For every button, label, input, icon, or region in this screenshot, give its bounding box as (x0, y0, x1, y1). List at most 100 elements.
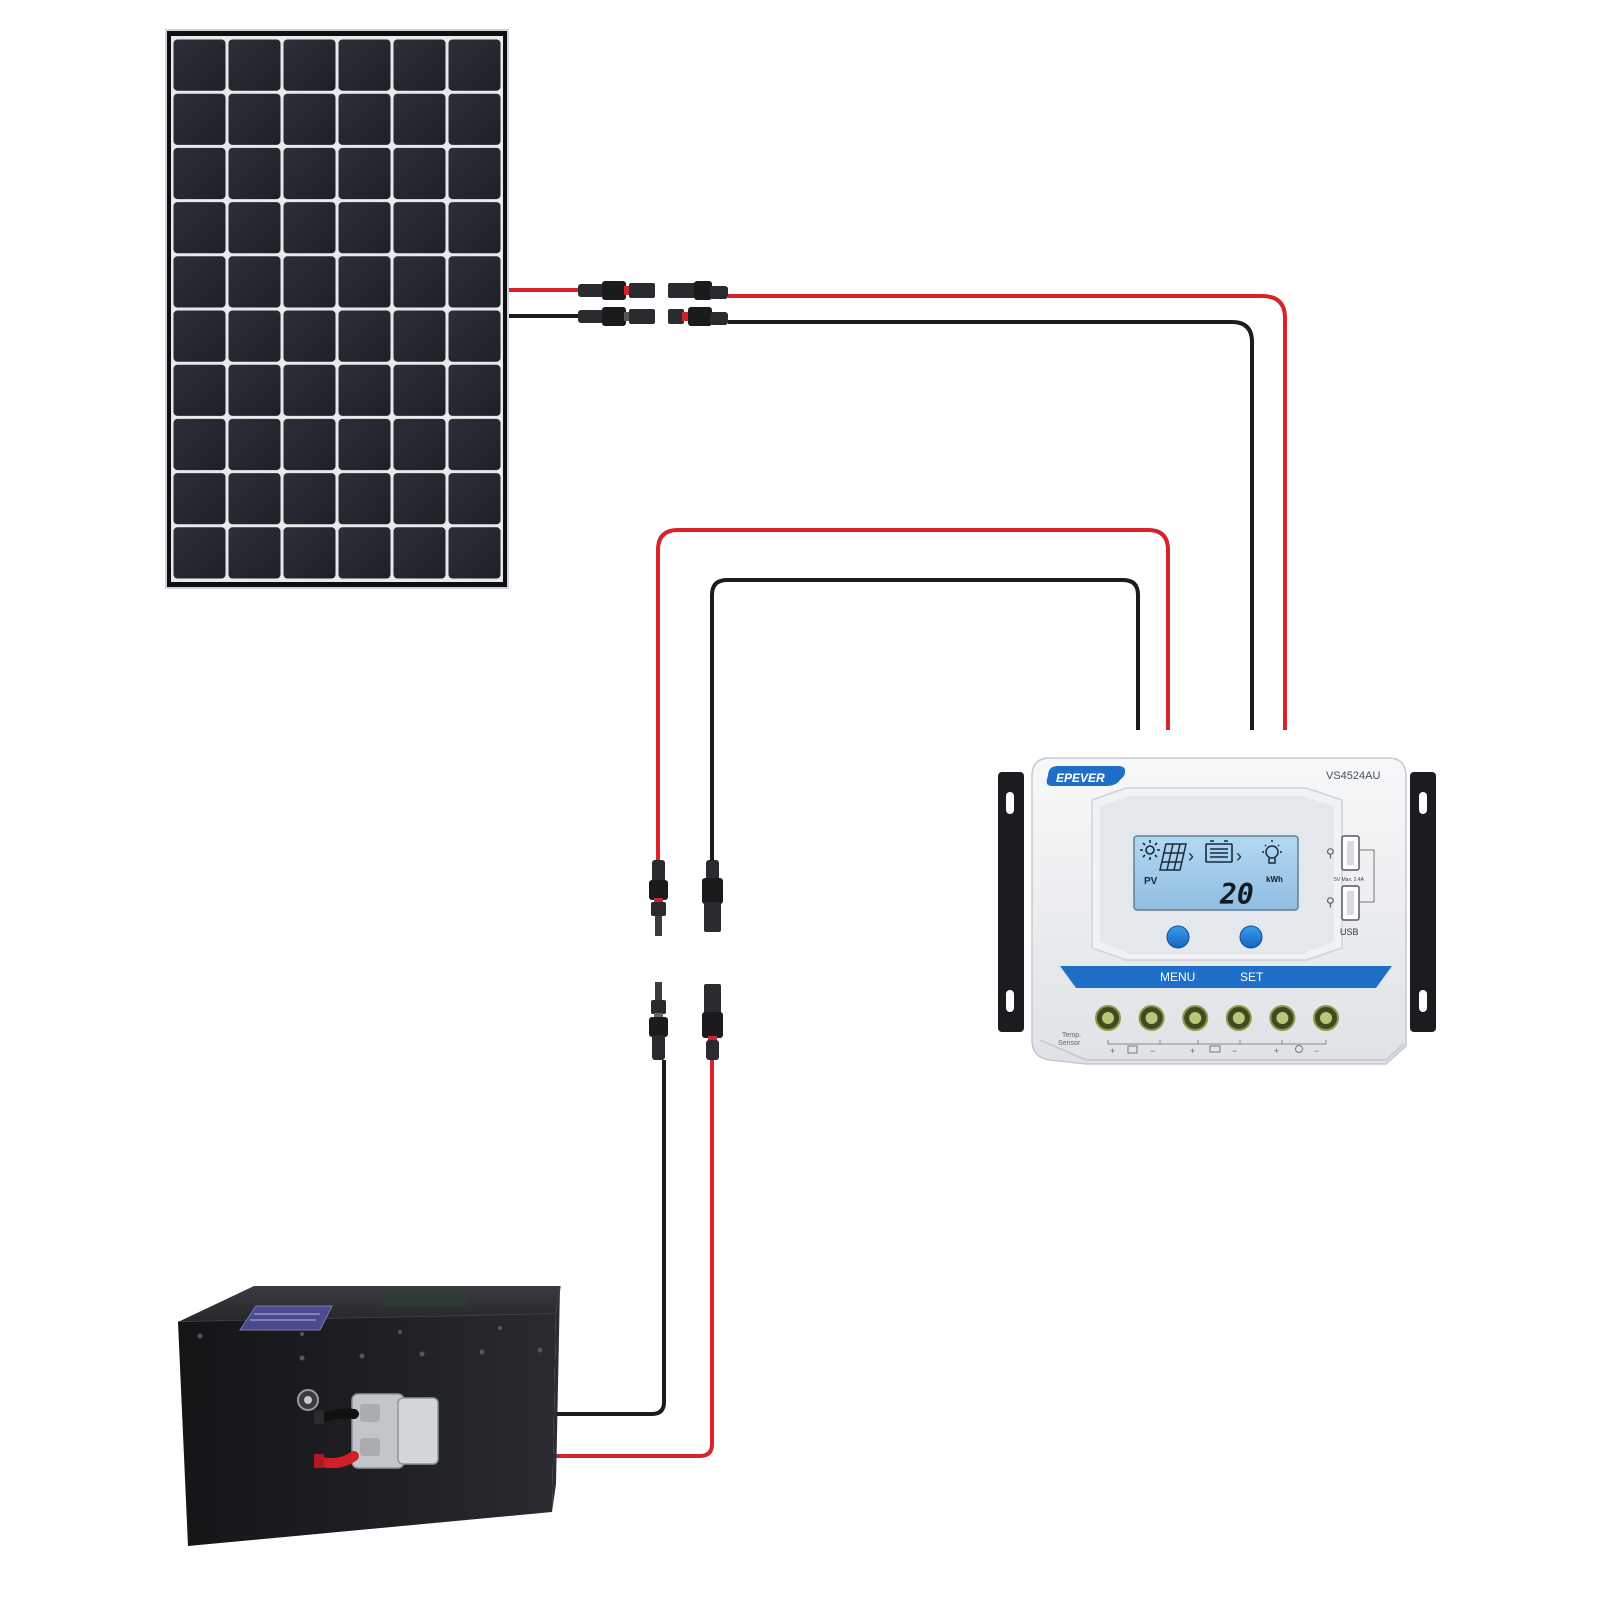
solar-cell (393, 418, 446, 471)
solar-cell (283, 147, 336, 200)
temp-sensor-label-line2: Sensor (1058, 1040, 1081, 1047)
menu-label: MENU (1160, 970, 1195, 984)
terminal-screw-head (1145, 1012, 1158, 1024)
panel-cells (173, 39, 501, 579)
solar-cell (338, 147, 391, 200)
usb-symbol-icon-2: ⚲ (1326, 895, 1335, 909)
solar-cell (228, 147, 281, 200)
terminal-screw-head (1232, 1012, 1245, 1024)
solar-cell (448, 310, 501, 362)
lcd-battery-icon (1205, 840, 1233, 863)
solar-cell (283, 256, 336, 308)
solar-cell (338, 39, 391, 91)
mc4-connectors-panel (578, 281, 728, 326)
anderson-connector[interactable] (351, 1393, 439, 1469)
solar-cell (283, 39, 336, 91)
solar-cell (283, 364, 336, 416)
legend-bulb-icon (1295, 1045, 1303, 1053)
solar-cell (393, 93, 446, 145)
mc4-male-connector-negative (578, 307, 655, 326)
solar-cell (393, 147, 446, 200)
brand-logo: EPEVER (1046, 766, 1126, 786)
battery-positive-wire (430, 1060, 714, 1458)
terminal-screw-head (1276, 1012, 1289, 1024)
solar-cell (173, 364, 226, 416)
solar-cell (228, 364, 281, 416)
solar-cell (283, 473, 336, 525)
solar-cell (283, 310, 336, 362)
mc4-female-connector-positive (668, 281, 728, 300)
solar-cell (173, 39, 226, 91)
solar-cell (228, 93, 281, 145)
usb-spec: 5V Max. 2.4A (1334, 877, 1365, 883)
solar-cell (338, 93, 391, 145)
solar-cell (173, 256, 226, 308)
battery-negative-lead (317, 1408, 359, 1423)
solar-cell (283, 418, 336, 471)
terminal-polarity-label: − (1314, 1046, 1319, 1056)
solar-cell (228, 310, 281, 362)
terminal-polarity-label: + (1274, 1046, 1279, 1056)
left-mounting-bracket (998, 772, 1024, 1032)
solar-cell (173, 93, 226, 145)
solar-cell (448, 256, 501, 308)
solar-cell (448, 364, 501, 416)
charge-controller: EPEVER VS4524AU › PV › (998, 757, 1436, 1065)
pv-positive-wire (728, 294, 1287, 730)
solar-cell (448, 39, 501, 91)
solar-cell (173, 418, 226, 471)
legend-battery-icon (1209, 1045, 1221, 1053)
mc4-male-connector-positive (578, 281, 655, 300)
solar-cell (338, 364, 391, 416)
solar-cell (393, 473, 446, 525)
solar-cell (338, 418, 391, 471)
solar-cell (448, 473, 501, 525)
set-label: SET (1240, 970, 1264, 984)
battery-link-negative-wire (710, 578, 1140, 862)
mc4-upper-left-connector (649, 860, 668, 936)
lcd-chevron-icon-2: › (1236, 846, 1242, 866)
solar-panel (165, 29, 509, 589)
solar-cell (228, 202, 281, 254)
solar-cell (173, 310, 226, 362)
solar-cell (448, 418, 501, 471)
lcd-unit: kWh (1266, 875, 1283, 884)
brand-name: EPEVER (1056, 771, 1105, 785)
solar-cell (228, 256, 281, 308)
solar-cell (393, 310, 446, 362)
wires (430, 288, 1287, 1458)
temp-sensor-label-line1: Temp. (1062, 1032, 1081, 1039)
solar-cell (393, 527, 446, 579)
set-button[interactable] (1239, 925, 1263, 949)
usb-ports: ⚲ ⚲ 5V Max. 2.4A USB (1326, 835, 1375, 937)
solar-cell (283, 93, 336, 145)
battery-link-positive-wire (656, 528, 1170, 860)
terminal-polarity-labels: +−+−+− (1110, 1046, 1319, 1056)
solar-cell (393, 39, 446, 91)
solar-cell (338, 310, 391, 362)
blue-stripe (1060, 966, 1392, 988)
solar-cell (393, 364, 446, 416)
mc4-female-connector-negative (668, 307, 728, 326)
lcd-chevron-icon: › (1188, 846, 1194, 866)
pv-negative-wire (728, 320, 1254, 730)
solar-cell (448, 147, 501, 200)
lcd-value: 20 (1219, 878, 1254, 911)
model-number: VS4524AU (1326, 770, 1380, 782)
lcd-screen: › PV › 20 kWh (1133, 835, 1299, 911)
solar-cell (228, 418, 281, 471)
solar-cell (448, 527, 501, 579)
solar-cell (448, 202, 501, 254)
terminal-polarity-label: − (1232, 1046, 1237, 1056)
battery-side (552, 1286, 560, 1512)
solar-cell (283, 202, 336, 254)
terminal-legend (1107, 1040, 1327, 1045)
solar-cell (228, 473, 281, 525)
lcd-solar-panel-icon (1159, 843, 1187, 871)
usb-symbol-icon: ⚲ (1326, 846, 1335, 860)
mc4-connectors-battery (649, 860, 723, 1060)
legend-panel-icon (1127, 1045, 1138, 1054)
battery-label-panel (382, 1292, 470, 1306)
terminal-block (1095, 1005, 1339, 1031)
menu-button[interactable] (1166, 925, 1190, 949)
